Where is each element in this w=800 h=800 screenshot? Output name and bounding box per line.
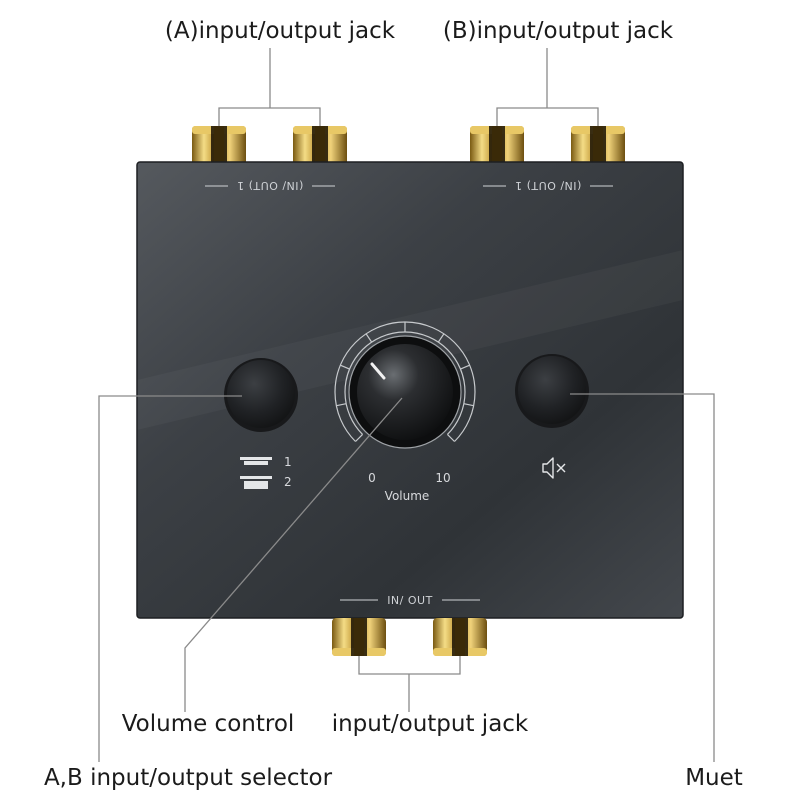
jack-b-label-text: (IN/ OUT) 1 <box>515 179 582 192</box>
volume-scale-ring <box>334 321 476 442</box>
volume-scale-tick <box>365 333 373 343</box>
callout-jack-main: input/output jack <box>332 711 529 737</box>
speaker-mute-icon <box>542 457 566 479</box>
volume-max-label: 10 <box>435 471 450 485</box>
bottom-label-text: IN/ OUT <box>387 594 433 607</box>
callout-jack-b: (B)input/output jack <box>443 18 674 44</box>
volume-scale-tick <box>460 364 470 370</box>
leader-jack-a <box>218 48 321 126</box>
volume-scale-tick <box>447 434 455 442</box>
volume-scale-arc <box>334 321 476 442</box>
volume-scale-tick <box>355 434 363 442</box>
leader-volume <box>184 397 403 712</box>
selector-position-2: 2 <box>284 475 292 489</box>
callout-volume-control: Volume control <box>122 711 295 737</box>
leader-selector <box>98 395 242 762</box>
selector-position-1: 1 <box>284 455 292 469</box>
leader-jack-main <box>358 656 461 712</box>
volume-scale-tick <box>336 403 347 407</box>
jack-a-panel-label: (IN/ OUT) 1 <box>205 179 335 192</box>
jack-group-a <box>192 126 347 168</box>
callout-jack-a: (A)input/output jack <box>165 18 396 44</box>
mute-button[interactable] <box>515 354 589 428</box>
rca-jack-a-left <box>192 126 246 168</box>
rca-jack-b-right <box>571 126 625 168</box>
callout-mute: Muet <box>685 765 743 791</box>
leader-mute <box>570 393 715 762</box>
leader-lines <box>98 48 715 762</box>
rca-jack-main-left <box>332 618 386 656</box>
jack-b-panel-label: (IN/ OUT) 1 <box>483 179 613 192</box>
jack-group-main <box>332 618 487 656</box>
rca-jack-main-right <box>433 618 487 656</box>
ab-selector-button[interactable] <box>224 358 298 432</box>
volume-label: Volume <box>385 489 430 503</box>
jack-group-b <box>470 126 625 168</box>
volume-scale-tick <box>340 364 350 370</box>
volume-scale-tick <box>463 403 474 407</box>
volume-min-label: 0 <box>368 471 376 485</box>
jack-a-label-text: (IN/ OUT) 1 <box>237 179 304 192</box>
rca-jack-b-left <box>470 126 524 168</box>
leader-jack-b <box>496 48 599 126</box>
callout-selector: A,B input/output selector <box>44 765 333 791</box>
selector-position-icon <box>240 457 272 489</box>
volume-scale-tick <box>437 333 445 343</box>
rca-jack-a-right <box>293 126 347 168</box>
bottom-panel-label: IN/ OUT <box>340 594 480 607</box>
volume-knob-indicator <box>370 362 386 380</box>
volume-knob[interactable] <box>348 335 462 449</box>
